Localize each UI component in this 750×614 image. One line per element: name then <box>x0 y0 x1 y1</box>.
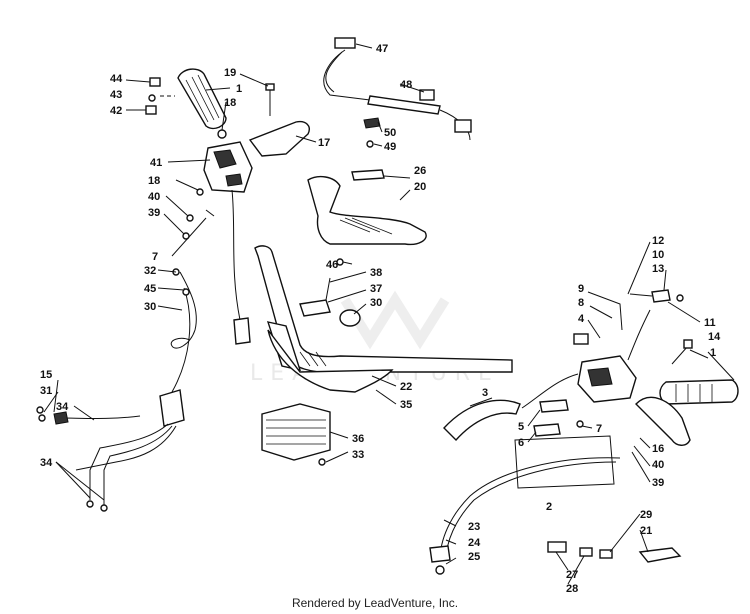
brake-lever <box>635 396 691 446</box>
left-block-fasteners <box>182 188 215 240</box>
callout-1-right: 1 <box>710 347 716 359</box>
callout-35: 35 <box>400 399 412 411</box>
callout-5: 5 <box>518 421 524 433</box>
small-parts-5-6-7 <box>533 399 584 437</box>
right-brake-block <box>573 333 637 403</box>
bolt-19 <box>265 83 275 116</box>
callout-29: 29 <box>640 509 652 521</box>
callout-40-right: 40 <box>652 459 664 471</box>
callout-25: 25 <box>468 551 480 563</box>
throttle-lever <box>248 120 310 157</box>
callout-15: 15 <box>40 369 52 381</box>
right-grip <box>659 379 739 405</box>
left-control-block <box>203 141 253 193</box>
callout-31: 31 <box>40 385 52 397</box>
brake-cable <box>429 457 621 575</box>
callout-20: 20 <box>414 181 426 193</box>
left-grip <box>177 68 227 130</box>
callout-4: 4 <box>578 313 585 325</box>
callout-39-left: 39 <box>148 207 160 219</box>
upper-right-bracket <box>627 289 684 361</box>
callout-27: 27 <box>566 569 578 581</box>
callout-8: 8 <box>578 297 584 309</box>
decal-2 <box>514 435 615 489</box>
callout-46: 46 <box>326 259 338 271</box>
callout-labels: 1 18 19 44 43 42 17 47 48 50 49 41 18 40… <box>40 43 721 595</box>
callout-33: 33 <box>352 449 364 461</box>
callout-18-top: 18 <box>224 97 236 109</box>
callout-14: 14 <box>708 331 721 343</box>
callout-45: 45 <box>144 283 156 295</box>
wiring-harness <box>323 37 472 148</box>
callout-16: 16 <box>652 443 664 455</box>
callout-22: 22 <box>400 381 412 393</box>
callout-50: 50 <box>384 127 396 139</box>
callout-32: 32 <box>144 265 156 277</box>
callout-30-center: 30 <box>370 297 382 309</box>
callout-6: 6 <box>518 437 524 449</box>
callout-28: 28 <box>566 583 578 595</box>
bolt-14 <box>671 339 693 365</box>
left-lever-3 <box>443 373 579 442</box>
handlebar-pad <box>267 329 394 393</box>
callout-43: 43 <box>110 89 122 101</box>
callout-7-right: 7 <box>596 423 602 435</box>
callout-11: 11 <box>704 317 716 329</box>
callout-47: 47 <box>376 43 388 55</box>
callout-34-upper: 34 <box>56 401 69 413</box>
callout-7-left: 7 <box>152 251 158 263</box>
callout-12: 12 <box>652 235 664 247</box>
switch-parts <box>547 541 682 563</box>
left-cable-assembly <box>36 189 251 512</box>
callout-21: 21 <box>640 525 652 537</box>
callout-26: 26 <box>414 165 426 177</box>
callout-41: 41 <box>150 157 162 169</box>
callout-37: 37 <box>370 283 382 295</box>
callout-42: 42 <box>110 105 122 117</box>
callout-2: 2 <box>546 501 552 513</box>
callout-24: 24 <box>468 537 481 549</box>
callout-39-right: 39 <box>652 477 664 489</box>
callout-17: 17 <box>318 137 330 149</box>
callout-1-left: 1 <box>236 83 242 95</box>
center-fasteners <box>299 277 361 327</box>
callout-19: 19 <box>224 67 236 79</box>
callout-3: 3 <box>482 387 488 399</box>
callout-34-lower: 34 <box>40 457 53 469</box>
center-cover <box>307 169 427 266</box>
callout-23: 23 <box>468 521 480 533</box>
callout-49: 49 <box>384 141 396 153</box>
callout-30-left: 30 <box>144 301 156 313</box>
callout-40-left: 40 <box>148 191 160 203</box>
callout-10: 10 <box>652 249 664 261</box>
mount-bracket <box>261 403 331 466</box>
callout-18-left: 18 <box>148 175 160 187</box>
callout-13: 13 <box>652 263 664 275</box>
callout-36: 36 <box>352 433 364 445</box>
footer-credit: Rendered by LeadVenture, Inc. <box>291 596 459 610</box>
callout-44: 44 <box>110 73 123 85</box>
leader-lines <box>43 43 735 585</box>
callout-9: 9 <box>578 283 584 295</box>
callout-38: 38 <box>370 267 382 279</box>
callout-48: 48 <box>400 79 412 91</box>
